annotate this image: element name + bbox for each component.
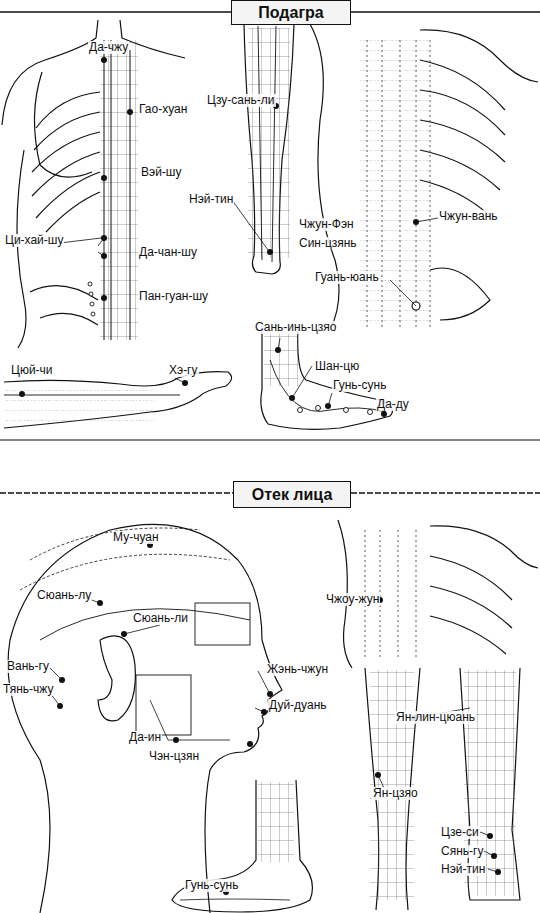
point-label: Вэй-шу [140,166,182,179]
point-label: Да-ин [128,731,162,744]
point-label: Цзе-си [440,826,480,839]
section-title: Отек лица [252,486,333,504]
point-label: Ци-хай-шу [4,234,64,247]
point-label: Тянь-чжу [2,683,54,696]
point-label: Гунь-сунь [184,879,239,892]
point-label: Нэй-тин [440,863,486,876]
point-label: Дуй-дуань [268,699,328,712]
point-label: Цзу-сань-ли [206,94,276,107]
point-label: Вань-гу [6,660,50,673]
point-label: Пан-гуан-шу [138,290,209,303]
section-title: Подагра [258,4,323,22]
point-label: Сянь-гу [440,845,484,858]
point-label: Гунь-сунь [332,379,387,392]
point-label: Сань-инь-цзяо [254,321,337,334]
point-label: Гао-хуан [138,103,188,116]
point-label: Цюй-чи [10,364,54,377]
point-label: Да-ду [376,398,410,411]
point-label: Ян-цзяо [372,787,419,800]
point-label: Ян-лин-цюань [395,711,476,724]
point-label: Му-чуан [112,531,160,544]
point-label: Чжоу-жун [325,593,380,606]
section-title-box: Подагра [231,0,351,25]
point-label: Шан-цю [314,360,360,373]
section-title-box: Отек лица [233,481,351,508]
point-label: Нэй-тин [188,193,234,206]
point-label: Чэн-цзян [148,750,200,763]
point-label: Сюань-лу [36,589,92,602]
point-label: Хэ-гу [168,364,199,377]
point-label: Чжун-Фэн [298,218,355,231]
point-label: Гуань-юань [314,271,380,284]
point-label: Сюань-ли [132,612,189,625]
point-label: Жэнь-чжун [266,663,329,676]
point-label: Да-чан-шу [138,246,198,259]
point-label: Чжун-вань [438,210,499,223]
point-label: Син-цзянь [298,237,358,250]
point-label: Да-чжу [88,41,129,54]
